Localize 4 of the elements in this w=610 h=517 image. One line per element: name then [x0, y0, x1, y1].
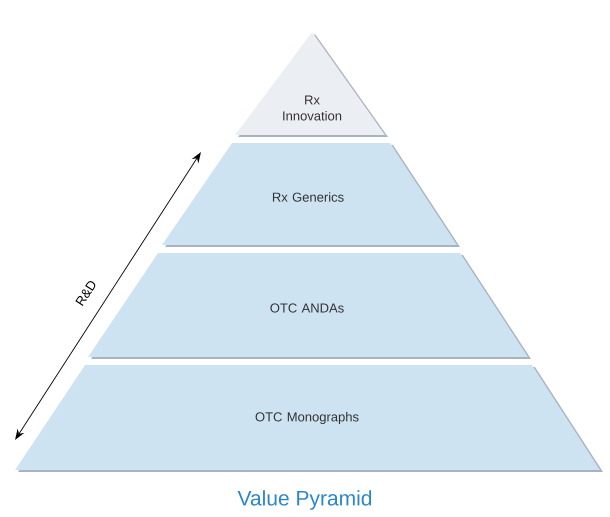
pyramid-band: Rx Generics — [162, 143, 460, 247]
pyramid-apex: Rx Innovation — [235, 32, 388, 137]
pyramid-band: OTC Monographs — [15, 365, 603, 472]
caption: Value Pyramid — [238, 490, 372, 510]
